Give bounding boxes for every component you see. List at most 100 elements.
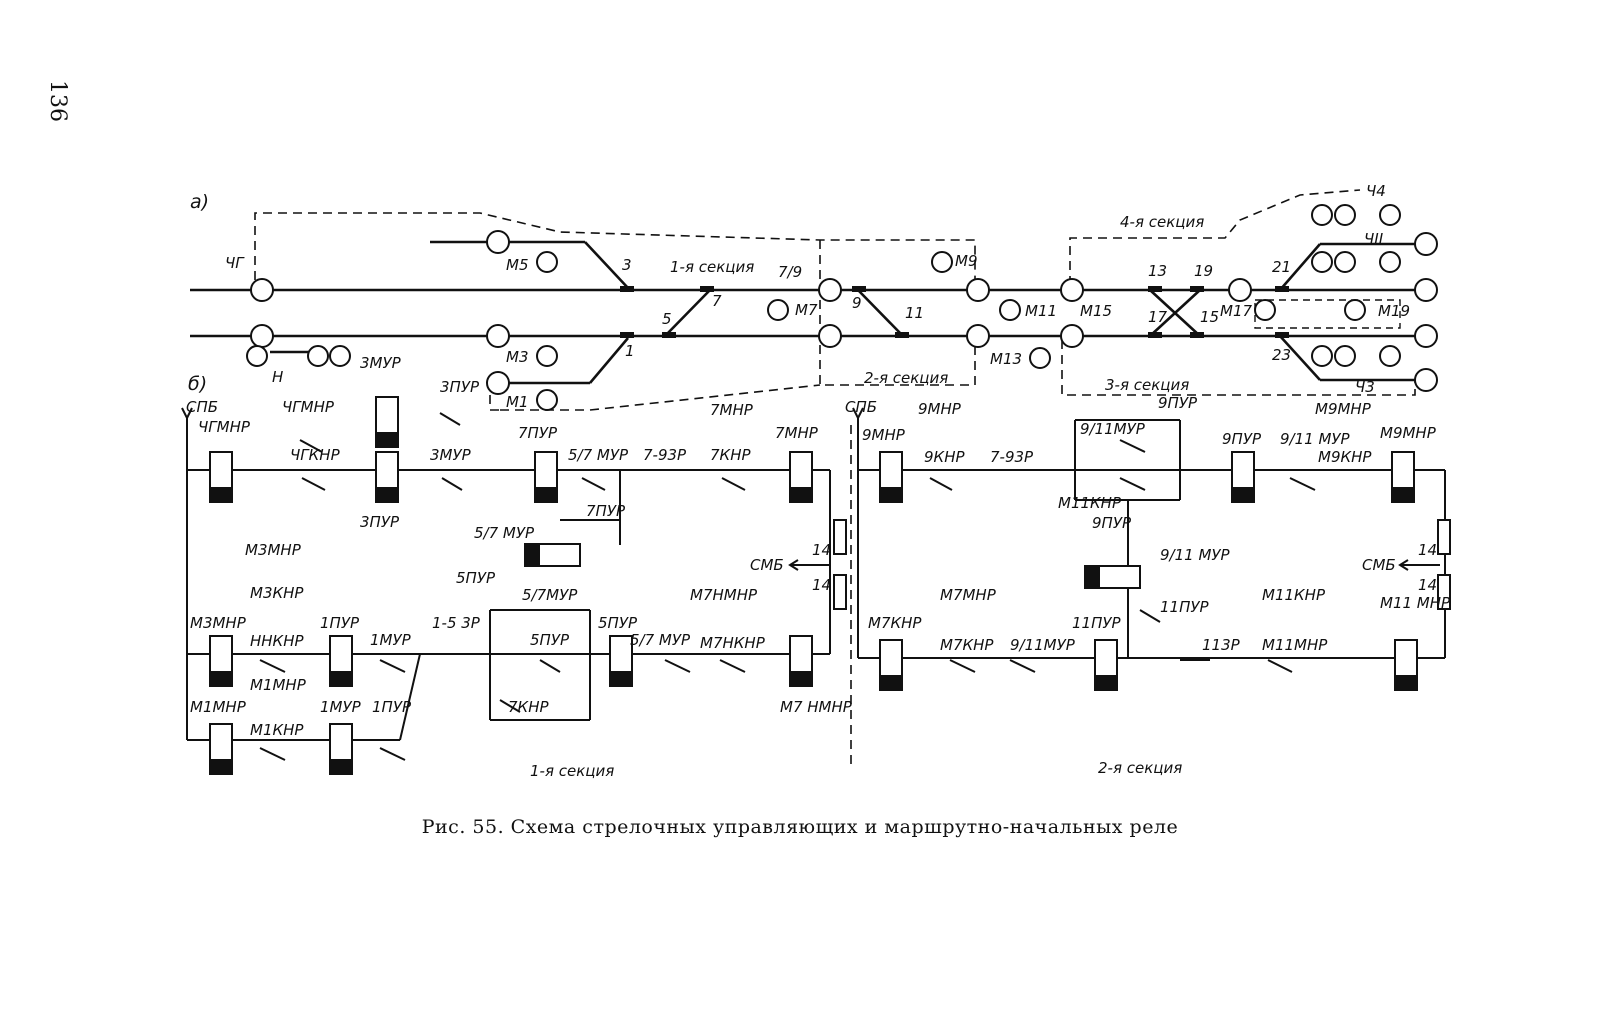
resistors xyxy=(788,519,1451,610)
part-b-label: б) xyxy=(188,373,207,395)
relay-9pur-c: 9ПУР xyxy=(1222,430,1262,448)
relay-911mur-c: 9/11 МУР xyxy=(1160,546,1231,564)
relay-793r-b: 7-93Р xyxy=(990,448,1034,466)
signal-n-label: Н xyxy=(272,368,283,386)
signal-m9-label: М9 xyxy=(955,252,978,270)
relay-3pur-b: 3ПУР xyxy=(360,513,400,531)
resistor-14b: 14 xyxy=(812,576,831,594)
relay-m11knr: М11КНР xyxy=(1058,494,1122,512)
relay-57mur-c: 5/7 МУР xyxy=(474,524,535,542)
signal-ch2-label: ЧII xyxy=(1364,230,1384,248)
relay-m1mnr-coil: М1МНР xyxy=(190,698,247,716)
switch-15-label: 15 xyxy=(1200,308,1219,326)
signal-cg-label: ЧГ xyxy=(225,254,245,272)
relay-11pur: 11ПУР xyxy=(1072,614,1122,632)
switch-17-label: 17 xyxy=(1148,308,1168,326)
spb-right-label: СПБ xyxy=(845,398,877,416)
relay-57mur-d: 5/7МУР xyxy=(522,586,578,604)
relay-9mnr-coil: 9МНР xyxy=(862,426,906,444)
switch-3-label: 3 xyxy=(622,256,632,274)
signal-m3-label: М3 xyxy=(506,348,529,366)
relay-9pur-b: 9ПУР xyxy=(1092,514,1132,532)
smb-right-label: СМБ xyxy=(1362,556,1396,574)
relay-5pur: 5ПУР xyxy=(456,569,496,587)
switch-7-label: 7 xyxy=(712,292,722,310)
relay-wiring xyxy=(181,407,1446,770)
relay-7mnr-b: 7МНР xyxy=(775,424,819,442)
switch-79-label: 7/9 xyxy=(778,263,802,281)
spb-left-label: СПБ xyxy=(186,398,218,416)
relay-15-3r: 1-5 3Р xyxy=(432,614,481,632)
relay-57mur-e: 5/7 МУР xyxy=(630,631,691,649)
signal-ch3-label: Ч3 xyxy=(1355,378,1375,396)
relay-911mur-d: 9/11МУР xyxy=(1010,636,1076,654)
figure-caption: Рис. 55. Схема стрелочных управляющих и … xyxy=(421,816,1179,838)
relay-7mnr-a: 7МНР xyxy=(710,401,754,419)
relay-cgmnr: ЧГМНР xyxy=(198,418,251,436)
relay-m7knr-2: М7КНР xyxy=(940,636,994,654)
relay-m7nmnr: М7НМНР xyxy=(690,586,758,604)
relay-m11knr-2: М11КНР xyxy=(1262,586,1326,604)
switch-markers xyxy=(620,286,1289,338)
signal-m19-label: М19 xyxy=(1378,302,1410,320)
relay-1mur-b: 1МУР xyxy=(320,698,362,716)
track-lines xyxy=(190,240,1425,385)
signal-heads xyxy=(246,204,1438,411)
relay-3mur-b: 3МУР xyxy=(430,446,472,464)
signal-m13-label: М13 xyxy=(990,350,1022,368)
relay-3mur-a: 3МУР xyxy=(360,354,402,372)
relay-m1mnr: М1МНР xyxy=(250,676,307,694)
relay-m7mnr: М7МНР xyxy=(940,586,997,604)
relay-contacts xyxy=(259,412,1316,761)
relay-cgknr: ЧГКНР xyxy=(290,446,341,464)
section-4-label: 4-я секция xyxy=(1120,213,1204,231)
relay-m3knr: М3КНР xyxy=(250,584,304,602)
part-a-labels: ЧГ Н М5 М3 М1 М7 М9 М11 М13 М15 М17 М19 … xyxy=(225,182,1410,411)
resistor-14c: 14 xyxy=(1418,541,1437,559)
switch-11-label: 11 xyxy=(905,304,924,322)
relay-113r: 113Р xyxy=(1202,636,1241,654)
relay-m3mnr-coil: М3МНР xyxy=(190,614,247,632)
section-1-label: 1-я секция xyxy=(670,258,754,276)
relay-7pur: 7ПУР xyxy=(518,424,558,442)
relay-57mur: 5/7 МУР xyxy=(568,446,629,464)
section-2-bottom-label: 2-я секция xyxy=(1098,759,1182,777)
relay-9mnr: 9МНР xyxy=(918,400,962,418)
resistor-14a: 14 xyxy=(812,541,831,559)
smb-left-label: СМБ xyxy=(750,556,784,574)
relay-cgmnr-contact: ЧГМНР xyxy=(282,398,335,416)
part-b-left-labels: ЧГМНР ЧГМНР ЧГКНР 3МУР 3ПУР 3МУР 3ПУР 7П… xyxy=(190,354,853,780)
relay-11pur-b: 11ПУР xyxy=(1160,598,1210,616)
relay-1pur: 1ПУР xyxy=(320,614,360,632)
relay-m11mnr-coil: М11 МНР xyxy=(1380,594,1451,612)
switch-5-label: 5 xyxy=(662,310,672,328)
section-2-label: 2-я секция xyxy=(864,369,948,387)
switch-9-label: 9 xyxy=(852,294,862,312)
relay-9knr: 9КНР xyxy=(924,448,965,466)
relay-911mur: 9/11МУР xyxy=(1080,420,1146,438)
relay-3pur-a: 3ПУР xyxy=(440,378,480,396)
switch-23-label: 23 xyxy=(1272,346,1291,364)
relay-m3mnr: М3МНР xyxy=(245,541,302,559)
relay-7knr: 7КНР xyxy=(710,446,751,464)
relay-9pur: 9ПУР xyxy=(1158,394,1198,412)
section-boundaries xyxy=(254,189,1416,411)
relay-1pur-b: 1ПУР xyxy=(372,698,412,716)
signal-ch4-label: Ч4 xyxy=(1366,182,1386,200)
relay-5pur-c: 5ПУР xyxy=(598,614,638,632)
signal-m1-label: М1 xyxy=(506,393,529,411)
switch-21-label: 21 xyxy=(1272,258,1291,276)
part-a-label: а) xyxy=(190,191,209,213)
relay-5pur-b: 5ПУР xyxy=(530,631,570,649)
relay-m7nmnr-coil: М7 НМНР xyxy=(780,698,853,716)
signal-m17-label: М17 xyxy=(1220,302,1252,320)
relay-793r: 7-93Р xyxy=(643,446,687,464)
switch-1-label: 1 xyxy=(625,342,635,360)
switch-13-label: 13 xyxy=(1148,262,1167,280)
resistor-14d: 14 xyxy=(1418,576,1437,594)
relay-m7nknr: М7НКНР xyxy=(700,634,766,652)
relay-m9mnr-coil: М9МНР xyxy=(1380,424,1437,442)
signal-m11-label: М11 xyxy=(1025,302,1057,320)
signal-m5-label: М5 xyxy=(506,256,529,274)
